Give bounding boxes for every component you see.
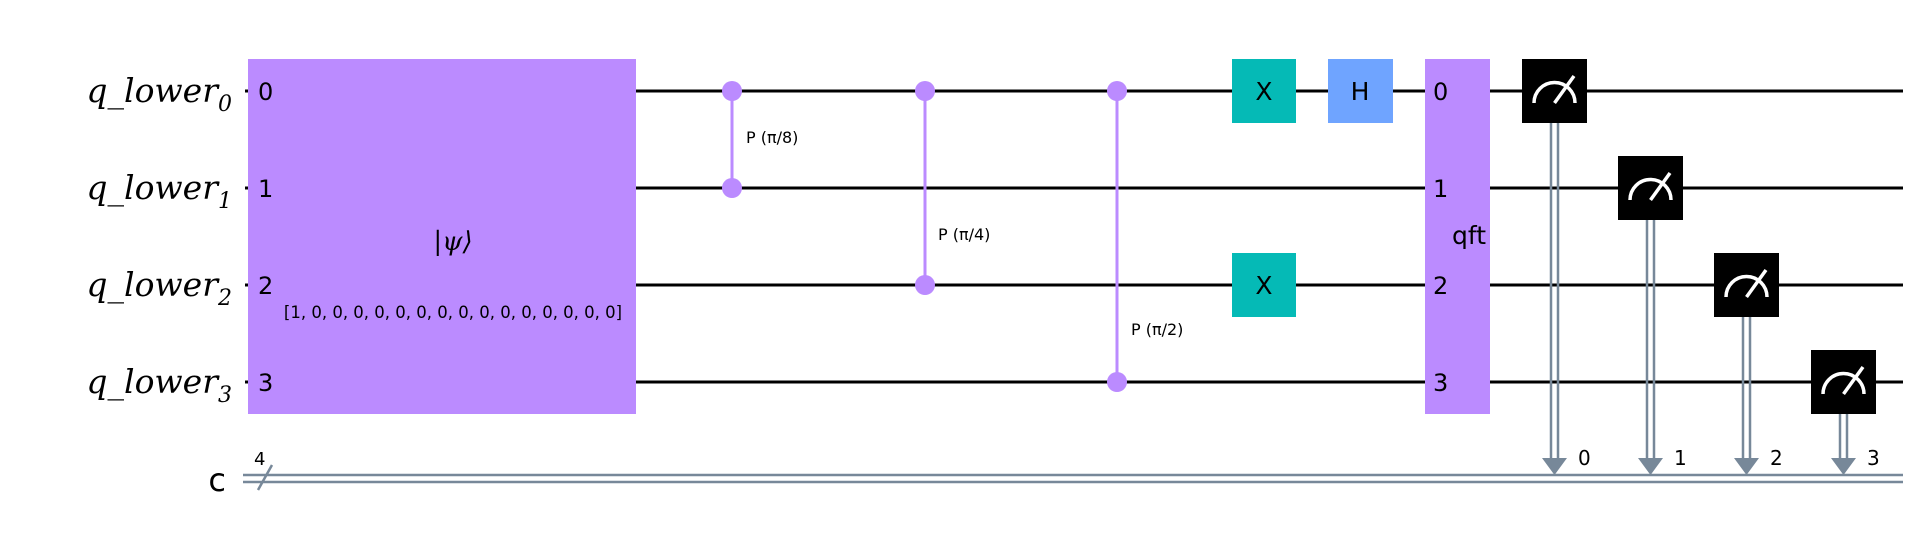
measure-bit-label: 3 [1867,446,1880,470]
init-gate-params: [1, 0, 0, 0, 0, 0, 0, 0, 0, 0, 0, 0, 0, … [284,303,622,322]
qft-qubit-label-1: 1 [1433,175,1448,203]
qft-qubit-label-3: 3 [1433,369,1448,397]
init-gate-label: |ψ⟩ [433,227,472,257]
qft-gate-label: qft [1452,221,1486,250]
measure-arrow [1638,458,1663,475]
control-dot [1107,81,1127,101]
h-gate-q0: H [1328,59,1393,123]
x-gate-q2: X [1232,253,1296,317]
qft-qubit-label-0: 0 [1433,78,1448,106]
classical-register-wire: 4 [243,449,1903,491]
cphase-gate-1: P (π/8) [722,81,798,198]
svg-text:H: H [1351,77,1370,106]
measurement-q1: 1 [1618,156,1687,475]
cphase-label: P (π/4) [938,225,990,244]
measure-arrow [1831,458,1856,475]
cphase-gate-3: P (π/2) [1107,81,1183,392]
measurement-q0: 0 [1522,59,1591,475]
gauge-icon [1532,80,1577,104]
cphase-label: P (π/2) [1131,320,1183,339]
svg-text:X: X [1255,271,1272,300]
qft-gate: 0 1 2 3 qft [1425,59,1490,414]
target-dot [915,275,935,295]
qubit-label-0: q_lower0 [86,71,232,117]
control-dot [915,81,935,101]
measurement-q3: 3 [1811,350,1880,475]
initialize-gate-box [248,59,636,414]
measure-gate-box [1618,156,1683,220]
measure-bit-label: 2 [1770,446,1783,470]
register-slash [256,464,274,491]
measure-gate-box [1811,350,1876,414]
measure-gate-box [1522,59,1587,123]
gauge-icon [1724,274,1769,298]
qubit-label-3: q_lower3 [86,362,232,408]
init-qubit-label-3: 3 [258,369,273,397]
qubit-label-2: q_lower2 [86,265,232,311]
svg-text:X: X [1255,77,1272,106]
qubit-labels: q_lower0 q_lower1 q_lower2 q_lower3 c [86,71,232,499]
x-gate-q0: X [1232,59,1296,123]
cphase-label: P (π/8) [746,128,798,147]
control-dot [722,81,742,101]
init-qubit-label-0: 0 [258,78,273,106]
measure-bit-label: 1 [1674,446,1687,470]
target-dot [1107,372,1127,392]
init-qubit-label-2: 2 [258,272,273,300]
gauge-icon [1628,177,1673,201]
measurement-q2: 2 [1714,253,1783,475]
qft-gate-box [1425,59,1490,414]
target-dot [722,178,742,198]
qft-qubit-label-2: 2 [1433,272,1448,300]
measure-bit-label: 0 [1578,446,1591,470]
cphase-gate-2: P (π/4) [915,81,990,295]
qubit-label-1: q_lower1 [86,168,232,214]
initialize-gate: 0 1 2 3 |ψ⟩ [1, 0, 0, 0, 0, 0, 0, 0, 0, … [248,59,636,414]
classical-register-label: c [208,461,226,499]
measure-gate-box [1714,253,1779,317]
classical-register-size: 4 [254,449,265,470]
measure-arrow [1542,458,1567,475]
init-qubit-label-1: 1 [258,175,273,203]
measure-arrow [1734,458,1759,475]
gauge-icon [1821,371,1866,395]
